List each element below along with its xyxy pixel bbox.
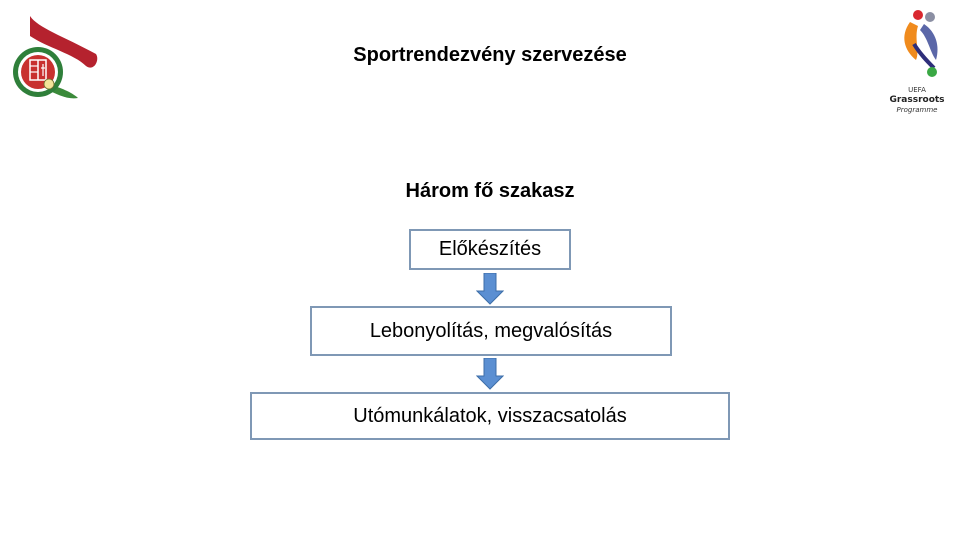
slide-title: Sportrendezvény szervezése: [353, 44, 627, 66]
hungarian-football-federation-logo: [8, 14, 100, 109]
step-execution-box: Lebonyolítás, megvalósítás: [310, 306, 672, 356]
uefa-label: UEFA: [908, 86, 926, 94]
down-arrow-icon: [475, 357, 505, 395]
grassroots-label: Grassroots: [889, 95, 945, 105]
uefa-grassroots-logo: UEFA Grassroots Programme: [889, 8, 954, 114]
step-preparation-box: Előkészítés: [409, 229, 571, 270]
step-followup-box: Utómunkálatok, visszacsatolás: [250, 392, 730, 440]
down-arrow-icon: [475, 272, 505, 310]
programme-label: Programme: [896, 106, 938, 114]
slide-subtitle: Három fő szakasz: [405, 180, 575, 202]
